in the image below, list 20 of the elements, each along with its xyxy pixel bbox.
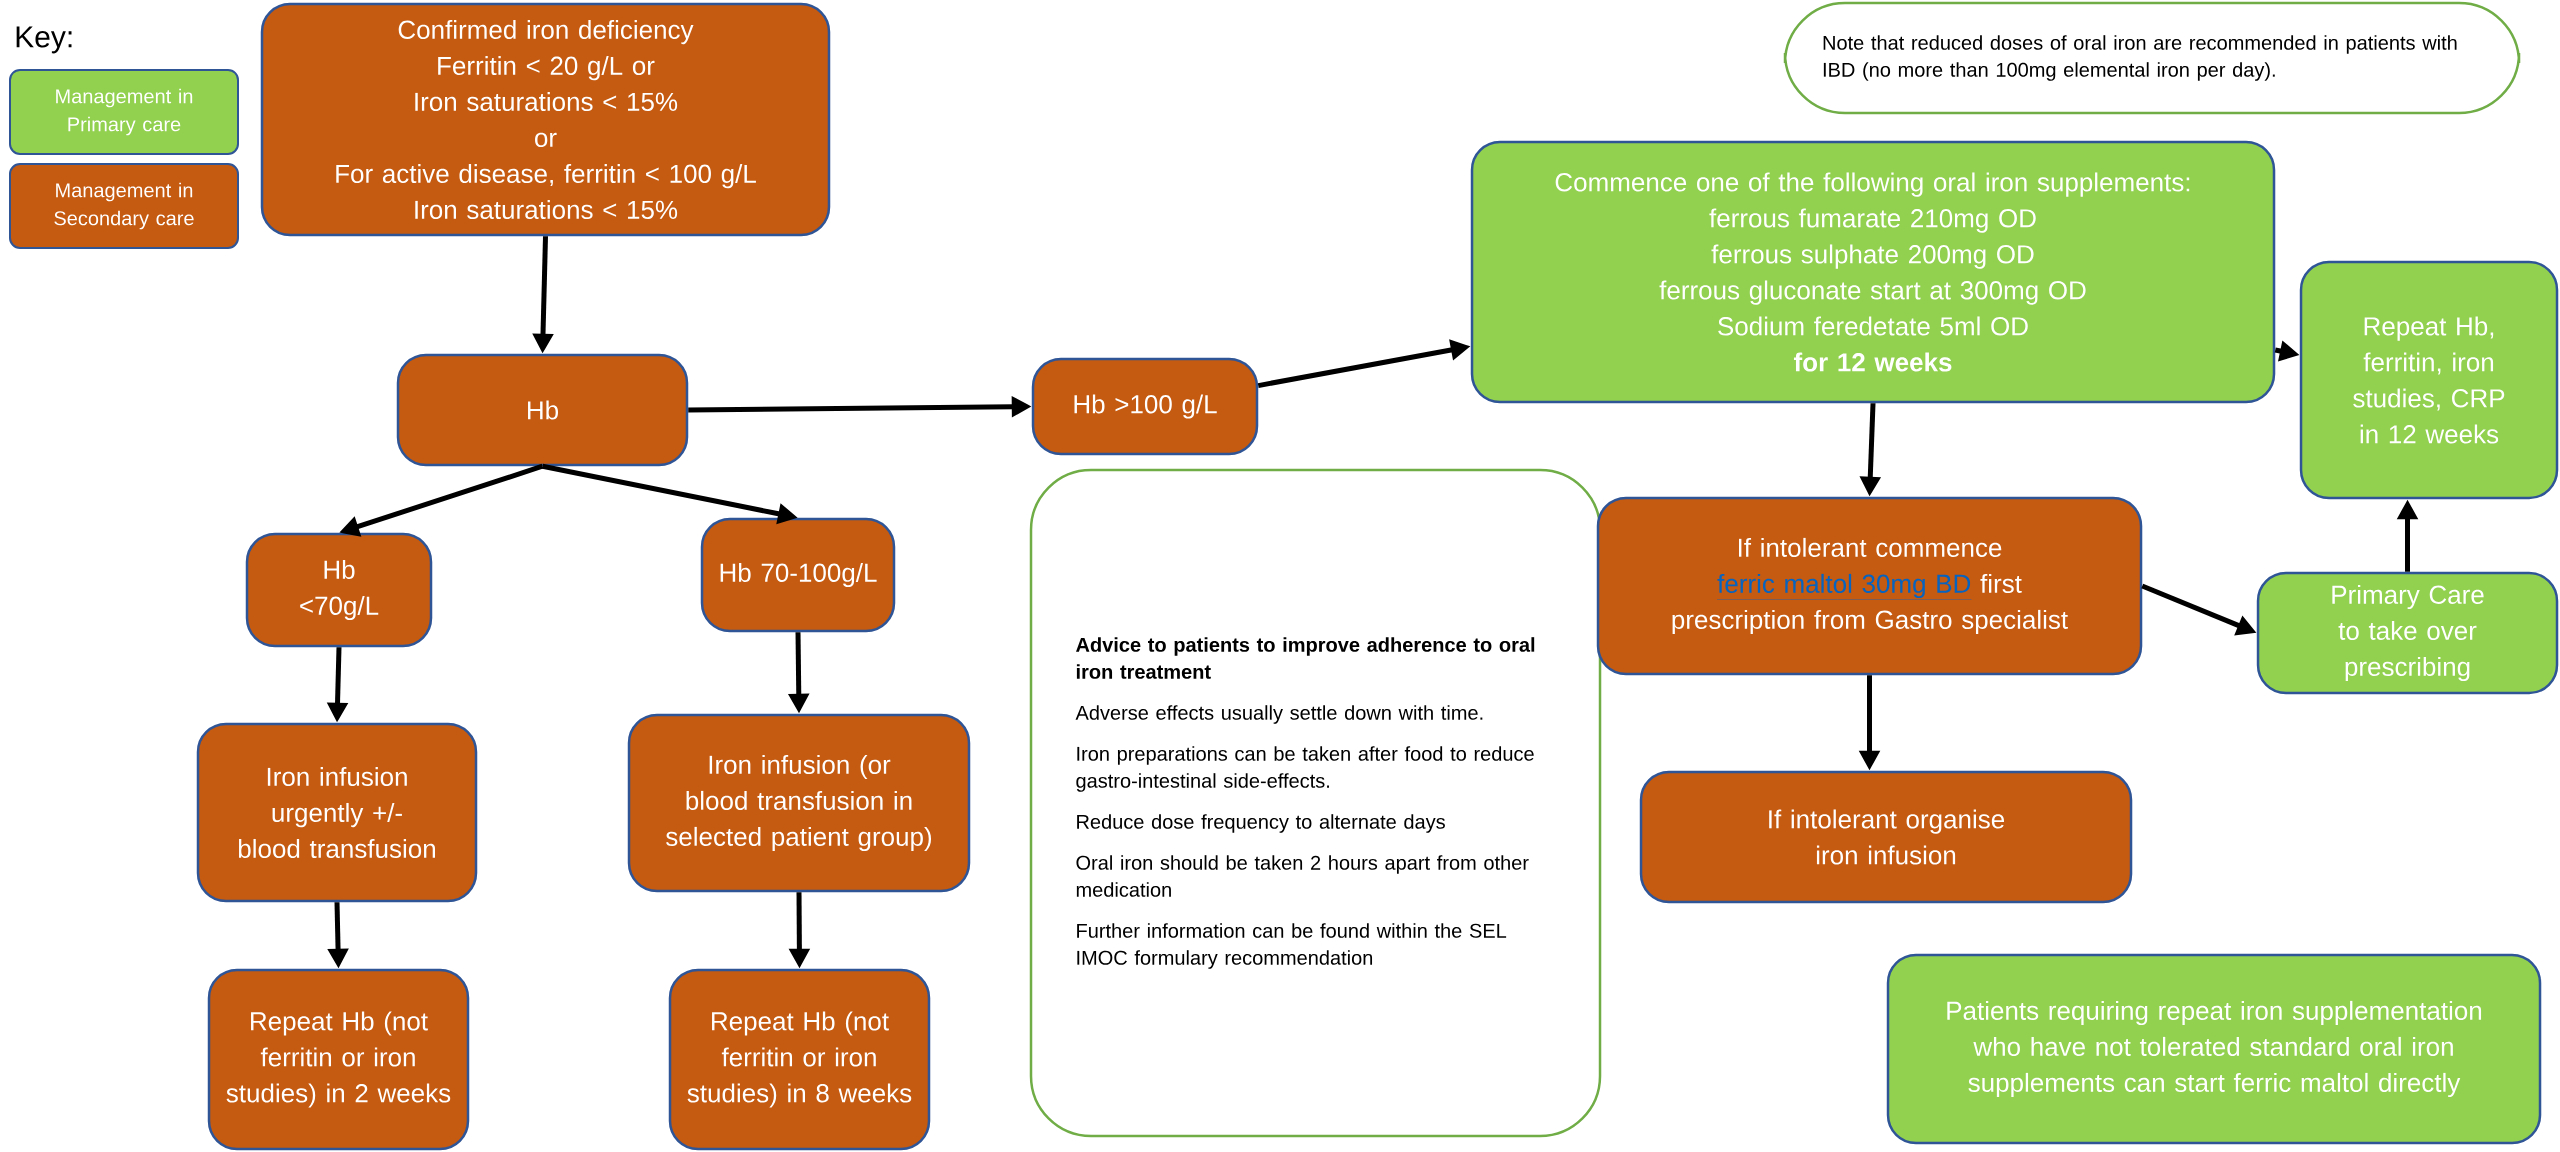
- process-box: Hb: [396, 353, 689, 467]
- legend-key: Management in Primary care: [9, 69, 239, 155]
- process-box: Hb <70g/L: [245, 532, 433, 648]
- process-box: Repeat Hb, ferritin, iron studies, CRP in 12 weeks: [2299, 260, 2559, 500]
- process-box: Primary Care to take over prescribing: [2256, 571, 2559, 695]
- process-box: Hb >100 g/L: [1031, 357, 1259, 456]
- note-box: Advice to patients to improve adherence to oral iron treatment Adverse effects usually settle down with time. Iron preparations can be taken after food to reduce gastro-intestinal side-effects. Reduce dose frequency to alternate days Oral iron should be taken 2 hours apart from other medication Further information can be found within the SEL IMOC formulary recommendation: [1029, 468, 1602, 1138]
- process-box: If intolerant organise iron infusion: [1639, 770, 2133, 904]
- process-box: Hb 70-100g/L: [700, 517, 896, 633]
- process-box: Repeat Hb (not ferritin or iron studies) in 2 weeks: [207, 968, 470, 1151]
- process-box: Patients requiring repeat iron supplementation who have not tolerated standard oral iron supplements can start ferric maltol directly: [1886, 953, 2542, 1145]
- process-box: Iron infusion (or blood transfusion in selected patient group): [627, 713, 971, 893]
- process-box: If intolerant commence ferric maltol 30mg BD first prescription from Gastro specialist: [1596, 496, 2143, 676]
- process-box: Repeat Hb (not ferritin or iron studies) in 8 weeks: [668, 968, 931, 1151]
- process-box: Iron infusion urgently +/- blood transfusion: [196, 722, 478, 903]
- note-box: Note that reduced doses of oral iron are recommended in patients with IBD (no more than 100mg elemental iron per day).: [1783, 1, 2521, 115]
- key-heading: Key:: [16, 26, 72, 54]
- process-box: Confirmed iron deficiency Ferritin < 20 g/L or Iron saturations < 15% or For active disease, ferritin < 100 g/L Iron saturations < 15%: [260, 2, 831, 237]
- legend-key: Management in Secondary care: [9, 163, 239, 249]
- process-box: Commence one of the following oral iron supplements: ferrous fumarate 210mg OD ferrous sulphate 200mg OD ferrous gluconate start at 300mg OD Sodium feredetate 5ml OD for 12 weeks: [1470, 140, 2276, 404]
